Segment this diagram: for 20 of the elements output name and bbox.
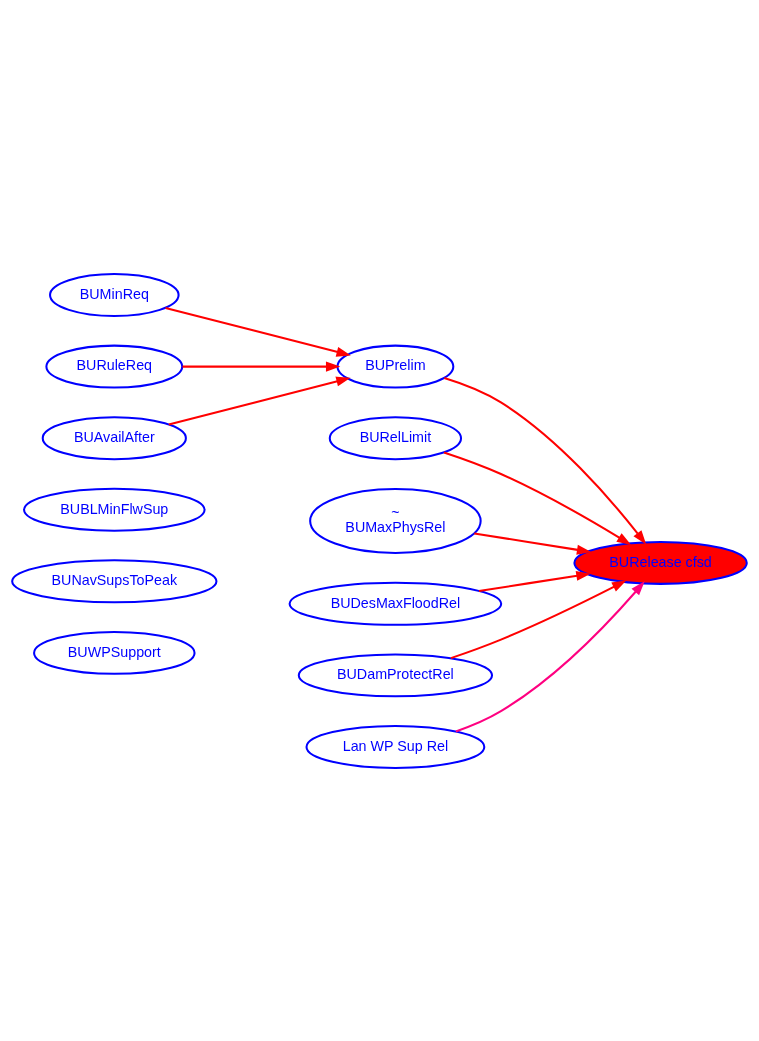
arrow — [474, 531, 592, 555]
arrow — [444, 376, 647, 545]
node-ellipse: BUDesMaxFloodRel — [288, 581, 503, 626]
arrow — [165, 306, 351, 357]
node-ellipse: BUWPSupport — [33, 630, 196, 675]
node-ellipse: BUDamProtectRel — [297, 652, 494, 697]
node-ellipse: BURelLimit — [328, 415, 463, 460]
arrow — [443, 450, 632, 545]
node-ellipse: BURuleReq — [45, 344, 184, 389]
node-ellipse: ~ BUMaxPhysRel — [309, 487, 482, 554]
node-ellipse: BUMinReq — [49, 272, 180, 317]
arrow — [450, 579, 627, 659]
node-ellipse: Lan WP Sup Rel — [305, 724, 486, 769]
arrow — [168, 376, 351, 425]
arrow — [478, 570, 591, 592]
arrow — [182, 361, 341, 372]
node-ellipse: BUBLMinFlwSup — [23, 487, 206, 532]
node-ellipse: BUNavSupsToPeak — [11, 558, 218, 603]
node-ellipse: BUAvailAfter — [41, 415, 187, 460]
arrow — [455, 580, 645, 732]
